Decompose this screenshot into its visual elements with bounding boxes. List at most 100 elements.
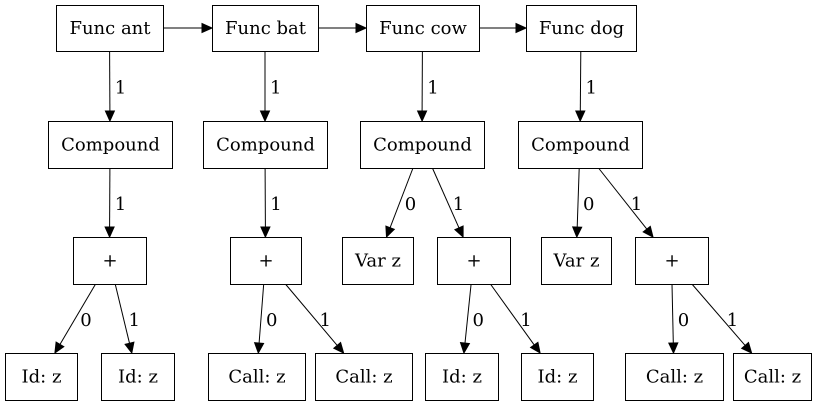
arrowhead (416, 110, 428, 123)
node-box (208, 353, 306, 401)
node-func: Func dog (526, 5, 637, 52)
node-call: Call: z (733, 353, 812, 401)
arrowhead (332, 341, 345, 354)
node-compound: Compound (360, 121, 485, 169)
node-box (518, 121, 643, 169)
nodes-layer: Func ant Func bat Func cow Func dogCompound… (5, 5, 812, 401)
arrowhead (124, 341, 135, 355)
edge-label: 1 (115, 194, 126, 215)
arrowhead (459, 342, 471, 355)
arrowhead (668, 342, 679, 355)
node-label: Compound (216, 135, 315, 156)
arrowhead (259, 110, 271, 123)
node-operator: + (230, 237, 302, 285)
node-label: Id: z (22, 367, 62, 388)
edge-label: 1 (727, 310, 738, 331)
edge-label: 0 (80, 310, 91, 331)
arrowhead (54, 341, 65, 355)
node-box (212, 5, 319, 52)
edge-label: 1 (129, 310, 140, 331)
edge-p_dog-l_dog0: 0 (668, 283, 689, 355)
edge-f_ant-f_bat (163, 22, 214, 34)
node-box (101, 353, 175, 401)
edge-f_cow-c_cow: 1 (416, 50, 439, 123)
node-func: Func bat (212, 5, 319, 52)
node-label: Compound (61, 135, 160, 156)
node-label: Func cow (379, 18, 467, 39)
edge-label: 1 (270, 194, 281, 215)
edge-label: 1 (520, 310, 531, 331)
node-box (366, 5, 480, 52)
edge-label: 1 (453, 194, 464, 215)
edge-line (489, 283, 535, 346)
edge-line (389, 167, 414, 228)
node-id: Id: z (521, 353, 594, 401)
arrowhead (104, 110, 116, 123)
edge-p_bat-l_bat1: 1 (285, 283, 345, 354)
edge-c_ant-p_ant: 1 (104, 167, 126, 239)
node-box (541, 237, 612, 285)
node-operator: + (73, 237, 147, 285)
edge-label: 0 (266, 310, 277, 331)
node-label: Var z (553, 251, 600, 272)
arrowhead (642, 225, 654, 238)
node-label: Compound (373, 135, 472, 156)
node-call: Call: z (208, 353, 306, 401)
edge-label: 1 (270, 78, 281, 99)
edge-p_cow-l_cow1: 1 (489, 283, 541, 354)
node-call: Call: z (315, 353, 413, 401)
arrowhead (385, 225, 396, 239)
node-label: Compound (531, 135, 630, 156)
edge-p_ant-l_ant1: 1 (114, 283, 140, 355)
node-operator: + (437, 237, 511, 285)
node-label: Call: z (228, 367, 285, 388)
arrowhead (453, 225, 464, 239)
edge-p_ant-l_ant0: 0 (54, 283, 97, 355)
edge-p_bat-l_bat0: 0 (253, 283, 277, 355)
node-box (437, 237, 511, 285)
node-id: Id: z (425, 353, 499, 401)
edge-line (59, 283, 97, 345)
node-operator: + (635, 237, 709, 285)
edge-f_ant-c_ant: 1 (104, 50, 126, 123)
edge-label: 1 (427, 78, 438, 99)
edge-f_bat-f_cow (318, 22, 368, 34)
edge-f_cow-f_dog (479, 22, 528, 34)
node-label: + (102, 251, 117, 272)
edge-line (258, 283, 265, 344)
arrowhead (571, 226, 583, 239)
arrowhead (575, 110, 586, 123)
node-label: Id: z (442, 367, 482, 388)
node-box (5, 353, 78, 401)
node-label: Func ant (69, 18, 151, 39)
node-box (733, 353, 812, 401)
node-box (56, 5, 164, 52)
node-box (73, 237, 147, 285)
arrowhead (253, 342, 265, 355)
node-id: Id: z (101, 353, 175, 401)
node-func: Func cow (366, 5, 480, 52)
node-call: Call: z (625, 353, 724, 401)
node-compound: Compound (48, 121, 173, 169)
arrowhead (355, 22, 368, 34)
node-box (425, 353, 499, 401)
arrowhead (260, 226, 271, 239)
arrowhead (515, 22, 528, 34)
node-box (521, 353, 594, 401)
edge-line (285, 283, 338, 346)
edge-line (464, 283, 472, 344)
node-id: Id: z (5, 353, 78, 401)
edge-line (691, 283, 746, 346)
node-compound: Compound (203, 121, 328, 169)
edge-label: 0 (473, 310, 484, 331)
edge-line (579, 50, 582, 112)
edge-label: 0 (405, 194, 416, 215)
node-label: Func dog (539, 18, 624, 39)
node-label: Call: z (335, 367, 392, 388)
edge-c_dog-v_dog: 0 (571, 167, 594, 239)
edge-label: 0 (678, 310, 689, 331)
edge-label: 1 (631, 194, 642, 215)
node-box (315, 353, 413, 401)
edge-p_dog-l_dog1: 1 (691, 283, 753, 354)
